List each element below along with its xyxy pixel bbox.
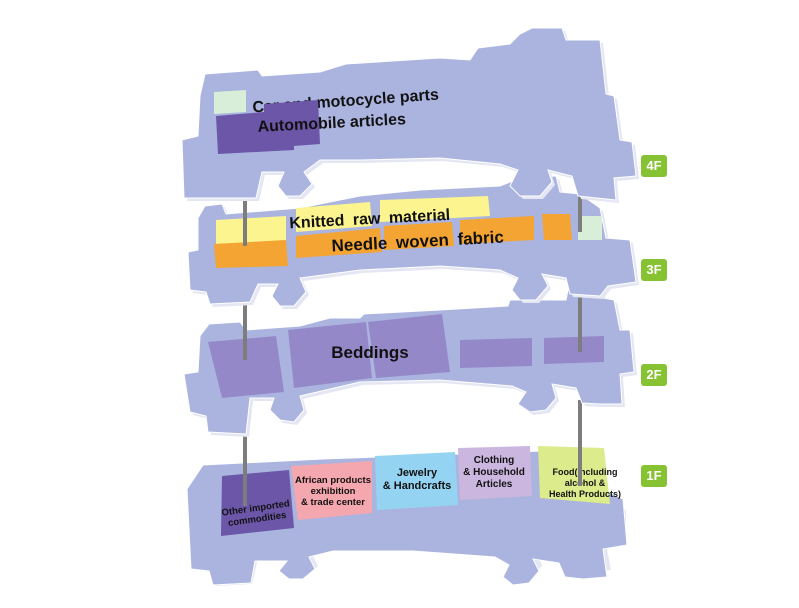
jewelry-label-2: & Handcrafts bbox=[383, 480, 451, 492]
area-beddings[interactable]: Beddings bbox=[208, 314, 604, 398]
beddings-label: Beddings bbox=[331, 343, 408, 362]
area-needle-woven-fabric[interactable]: Needle woven fabric bbox=[214, 214, 602, 268]
african-label-3: & trade center bbox=[301, 497, 365, 508]
african-label-1: African products bbox=[295, 475, 371, 486]
clothing-label-3: Articles bbox=[476, 479, 513, 490]
area-jewelry-handcrafts[interactable]: Jewelry& Handcrafts bbox=[375, 452, 458, 510]
floor-badge-1f[interactable]: 1F bbox=[641, 465, 667, 487]
floor-3f[interactable]: Knitted raw material Needle woven fabric bbox=[187, 175, 639, 309]
floor-1f[interactable]: Other importedcommodities African produc… bbox=[186, 446, 628, 586]
clothing-label-1: Clothing bbox=[474, 455, 515, 466]
food-label-3: Health Products) bbox=[549, 489, 621, 499]
support-poles-upper bbox=[243, 180, 582, 246]
support-poles-middle bbox=[243, 284, 582, 360]
floor-badge-4f[interactable]: 4F bbox=[641, 155, 667, 177]
jewelry-label-1: Jewelry bbox=[397, 467, 438, 479]
african-label-2: exhibition bbox=[311, 486, 356, 497]
floor-badge-2f[interactable]: 2F bbox=[641, 364, 667, 386]
floor-4f[interactable]: Car and motocycle parts Automobile artic… bbox=[181, 27, 639, 203]
svg-text:Jewelry& Handcrafts: Jewelry& Handcrafts bbox=[383, 467, 451, 492]
area-other-imported[interactable]: Other importedcommodities bbox=[221, 470, 294, 536]
support-poles-lower bbox=[243, 400, 582, 506]
floor-badge-3f[interactable]: 3F bbox=[641, 259, 667, 281]
floor-2f[interactable]: Beddings bbox=[183, 279, 637, 437]
food-label-1: Food(including bbox=[553, 467, 618, 477]
clothing-label-2: & Household bbox=[463, 467, 525, 478]
food-label-2: alcohol & bbox=[565, 478, 606, 488]
